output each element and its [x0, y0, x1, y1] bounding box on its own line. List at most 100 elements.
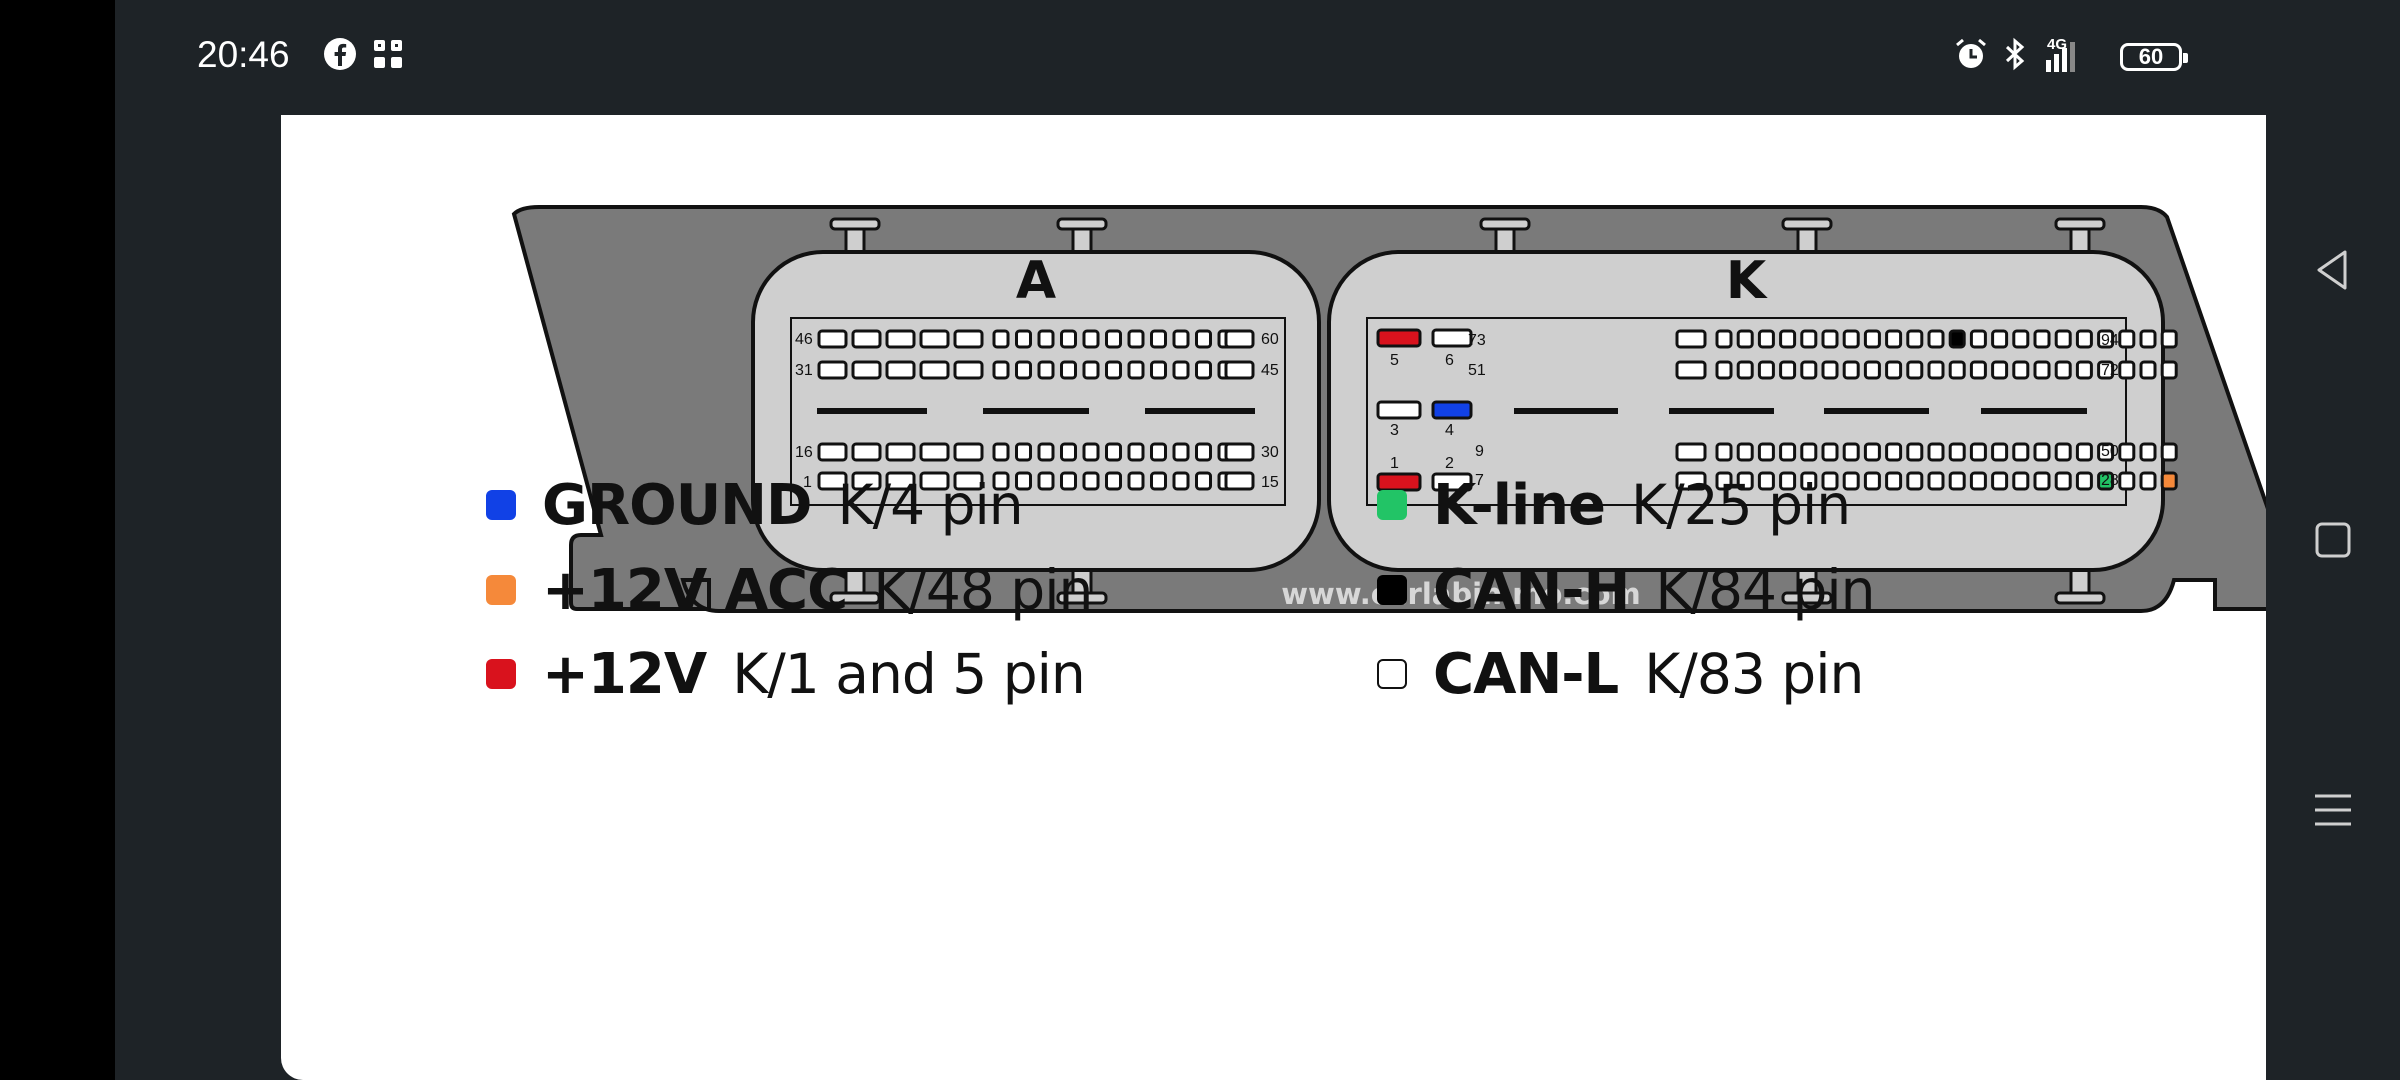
recents-icon[interactable]: [2309, 786, 2357, 834]
pin: [2097, 442, 2115, 462]
pin: [992, 471, 1010, 491]
pin-label: 7: [1475, 472, 1484, 489]
large-pin: [885, 471, 916, 491]
pin: [1757, 442, 1775, 462]
large-pin: [851, 329, 882, 349]
pin: [1082, 442, 1100, 462]
pin: [1082, 471, 1100, 491]
pin: [1927, 442, 1945, 462]
pin: [1863, 442, 1881, 462]
pin: [2054, 471, 2072, 491]
pin: [2097, 360, 2115, 380]
pin-label: 94: [2101, 332, 2119, 349]
large-pin: [817, 471, 848, 491]
image-viewer[interactable]: A K 46 60 31 45 16 30 1 15 5: [281, 115, 2266, 1080]
pin: [1800, 471, 1818, 491]
pin: [2075, 442, 2093, 462]
pin: [1060, 329, 1077, 349]
legend-label: GROUND: [542, 472, 813, 538]
pin: [1150, 471, 1167, 491]
large-pin: [1224, 329, 1255, 349]
pin-label: 3: [1390, 422, 1399, 439]
facebook-icon: [324, 38, 356, 70]
large-pin: [817, 442, 848, 462]
connector-a-label: A: [1016, 251, 1056, 311]
connector-k-pin-field: [1366, 317, 2127, 506]
connector-k-label: K: [1726, 251, 1768, 311]
pin: [2160, 360, 2178, 380]
legend-color-swatch: [1377, 490, 1407, 520]
pin: [1885, 329, 1903, 349]
pin: [1715, 360, 1733, 380]
connector-a-pin-field: [790, 317, 1286, 506]
pin: [1195, 471, 1212, 491]
pin: [1150, 360, 1167, 380]
pin: [1969, 471, 1987, 491]
pin: [1060, 471, 1077, 491]
pin: [1779, 329, 1797, 349]
pin: [2118, 442, 2136, 462]
pin: [2075, 329, 2093, 349]
legend-label: +12V ACC: [542, 557, 848, 623]
pin: [1991, 329, 2009, 349]
clock: 20:46: [197, 34, 290, 75]
power-pin-5: [1376, 328, 1422, 348]
large-pin: [885, 360, 916, 380]
legend-value: K/1 and 5 pin: [732, 642, 1086, 706]
pin: [2033, 442, 2051, 462]
watermark-text: www.carlabimmo.com: [1281, 577, 1641, 611]
pin: [1842, 442, 1860, 462]
pin: [2118, 360, 2136, 380]
pin: [1779, 471, 1797, 491]
pin: [1015, 360, 1032, 380]
pin: [992, 329, 1010, 349]
legend-value: K/83 pin: [1644, 642, 1864, 706]
pin: [1127, 471, 1145, 491]
pin: [1906, 471, 1924, 491]
large-pin: [1675, 360, 1707, 380]
large-pin: [919, 360, 950, 380]
legend-item: +12V ACC K/48 pin: [486, 555, 1093, 625]
legend-value: K/48 pin: [873, 558, 1093, 622]
pin: [1821, 442, 1839, 462]
legend-value: K/25 pin: [1631, 473, 1851, 537]
pin: [1757, 329, 1775, 349]
pin: [1172, 360, 1190, 380]
pin-label: 15: [1261, 474, 1279, 491]
bluetooth-icon: [2005, 37, 2025, 71]
pin: [1927, 360, 1945, 380]
connector-k-pins: [1376, 328, 2178, 492]
pin: [1927, 471, 1945, 491]
apps-icon: [374, 40, 402, 68]
pin: [1906, 442, 1924, 462]
pin: [1037, 329, 1055, 349]
pin: [1757, 471, 1775, 491]
pin: [1991, 471, 2009, 491]
pin: [2118, 329, 2136, 349]
pin: [1037, 360, 1055, 380]
pin: [1172, 442, 1190, 462]
home-icon[interactable]: [2309, 516, 2357, 564]
large-pin: [1675, 471, 1707, 491]
pin: [1105, 360, 1122, 380]
pin-label: 50: [2101, 443, 2119, 460]
battery-icon: 60: [2120, 43, 2188, 71]
pin: [1800, 360, 1818, 380]
pin: [2033, 471, 2051, 491]
connector-a-pin-numbers: 46 60 31 45 16 30 1 15: [795, 331, 1279, 491]
pin: [1863, 329, 1881, 349]
legend-value: K/4 pin: [837, 473, 1024, 537]
pin: [2160, 329, 2178, 349]
pin: [1127, 329, 1145, 349]
pin: [1172, 471, 1190, 491]
ground-pin-4: [1431, 400, 1473, 420]
pin: [1172, 329, 1190, 349]
pin: [1969, 329, 1987, 349]
pin-label: 46: [795, 331, 813, 348]
large-pin: [885, 329, 916, 349]
pin-label: 72: [2101, 362, 2119, 379]
pin: [1906, 360, 1924, 380]
pin: [1715, 442, 1733, 462]
back-icon[interactable]: [2309, 246, 2357, 294]
